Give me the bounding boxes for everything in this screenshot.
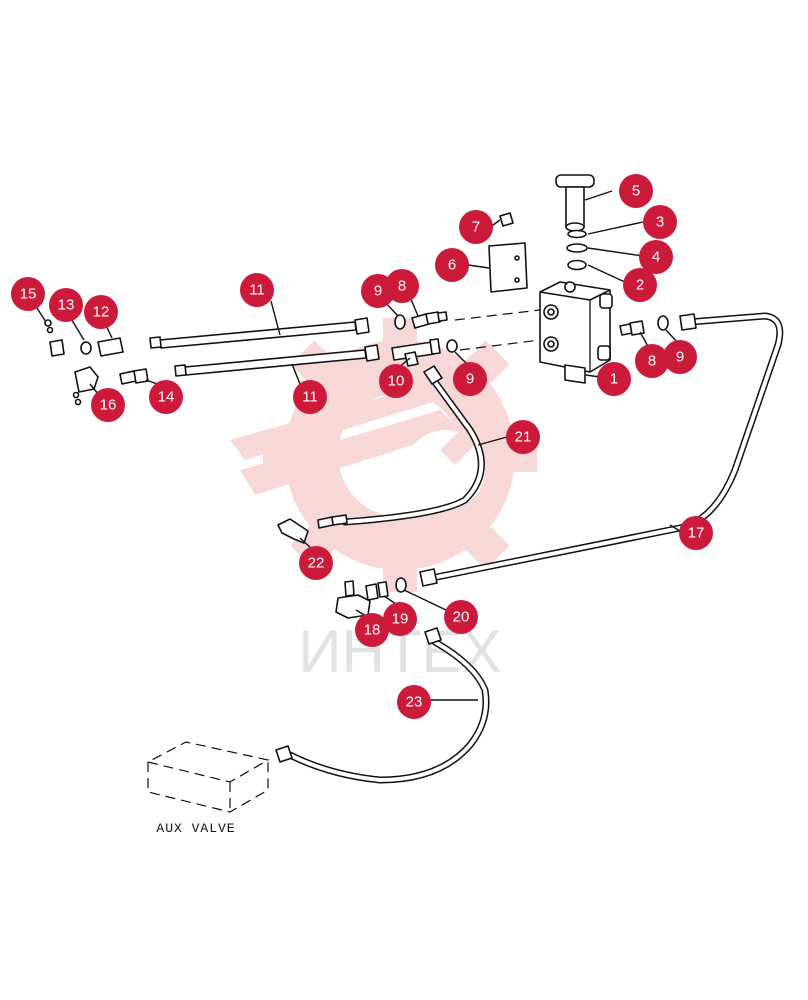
svg-text:2: 2 bbox=[636, 277, 644, 294]
callout-17: 17 bbox=[679, 516, 713, 550]
callout-16: 16 bbox=[91, 388, 125, 422]
svg-text:17: 17 bbox=[688, 525, 705, 542]
pipe-11-lower bbox=[174, 344, 380, 377]
callout-18: 18 bbox=[355, 613, 389, 647]
callout-4: 4 bbox=[639, 240, 673, 274]
callout-11-upper: 11 bbox=[240, 273, 274, 307]
ring-20 bbox=[395, 577, 407, 593]
svg-text:7: 7 bbox=[472, 219, 480, 236]
svg-text:19: 19 bbox=[392, 611, 409, 628]
callout-14: 14 bbox=[149, 380, 183, 414]
ring-9-lower bbox=[446, 339, 458, 353]
callout-13: 13 bbox=[49, 288, 83, 322]
fitting-14 bbox=[119, 368, 149, 385]
ring-4 bbox=[566, 243, 588, 253]
svg-text:16: 16 bbox=[100, 397, 117, 414]
svg-text:15: 15 bbox=[20, 286, 37, 303]
elbow-22 bbox=[277, 518, 309, 544]
callout-5: 5 bbox=[619, 174, 653, 208]
cap-7 bbox=[499, 212, 514, 227]
callout-6: 6 bbox=[435, 248, 469, 282]
callout-9-right: 9 bbox=[663, 340, 697, 374]
svg-text:8: 8 bbox=[648, 353, 656, 370]
callouts: 1 2 3 4 5 6 7 8 8 9 9 9 10 11 11 12 13 1… bbox=[11, 174, 713, 719]
ring-2 bbox=[567, 259, 587, 271]
svg-text:5: 5 bbox=[632, 183, 640, 200]
svg-text:12: 12 bbox=[93, 304, 110, 321]
svg-text:6: 6 bbox=[448, 257, 456, 274]
callout-8-right: 8 bbox=[635, 344, 669, 378]
alignment-line-upper bbox=[454, 309, 541, 321]
svg-text:22: 22 bbox=[308, 555, 325, 572]
ring-9-right bbox=[657, 315, 669, 331]
callout-20: 20 bbox=[444, 600, 478, 634]
fitting-19 bbox=[365, 581, 389, 601]
svg-text:20: 20 bbox=[453, 609, 470, 626]
callout-10: 10 bbox=[379, 364, 413, 398]
callout-9-upper: 9 bbox=[361, 274, 395, 308]
svg-text:9: 9 bbox=[676, 349, 684, 366]
callout-19: 19 bbox=[383, 602, 417, 636]
callout-1: 1 bbox=[597, 362, 631, 396]
callout-9-lower: 9 bbox=[453, 362, 487, 396]
fitting-8-left bbox=[411, 311, 448, 329]
block-18 bbox=[335, 580, 371, 619]
callout-15: 15 bbox=[11, 277, 45, 311]
svg-text:10: 10 bbox=[388, 373, 405, 390]
hose-23 bbox=[275, 627, 490, 784]
plate-6 bbox=[488, 242, 528, 293]
svg-text:9: 9 bbox=[374, 283, 382, 300]
aux-valve-label: AUX VALVE bbox=[156, 821, 235, 836]
hose-21 bbox=[317, 365, 485, 529]
svg-text:1: 1 bbox=[610, 371, 618, 388]
callout-11-lower: 11 bbox=[293, 380, 327, 414]
svg-text:11: 11 bbox=[302, 389, 318, 406]
callout-23: 23 bbox=[397, 685, 431, 719]
svg-text:11: 11 bbox=[249, 282, 265, 299]
fitting-8-right bbox=[619, 320, 645, 336]
ring-3 bbox=[567, 229, 587, 239]
callout-12: 12 bbox=[84, 295, 118, 329]
valve-handle bbox=[555, 174, 595, 232]
plug-15 bbox=[44, 319, 65, 357]
valve-body bbox=[539, 281, 613, 384]
svg-text:3: 3 bbox=[656, 214, 664, 231]
tee-fitting-10 bbox=[391, 338, 441, 367]
svg-text:21: 21 bbox=[515, 429, 532, 446]
callout-21: 21 bbox=[506, 420, 540, 454]
alignment-line-lower bbox=[459, 339, 541, 351]
callout-22: 22 bbox=[299, 546, 333, 580]
callout-3: 3 bbox=[643, 205, 677, 239]
callout-2: 2 bbox=[623, 268, 657, 302]
svg-text:13: 13 bbox=[58, 297, 75, 314]
svg-text:18: 18 bbox=[364, 622, 381, 639]
coupler-12 bbox=[97, 337, 124, 357]
pipe-11-upper bbox=[149, 317, 370, 349]
aux-valve-box bbox=[146, 741, 270, 813]
ring-9-left bbox=[394, 314, 406, 330]
svg-text:23: 23 bbox=[406, 694, 423, 711]
svg-text:8: 8 bbox=[398, 278, 406, 295]
svg-text:4: 4 bbox=[652, 249, 660, 266]
ring-13 bbox=[80, 341, 92, 355]
svg-text:14: 14 bbox=[158, 389, 175, 406]
svg-text:9: 9 bbox=[466, 371, 474, 388]
callout-7: 7 bbox=[459, 210, 493, 244]
